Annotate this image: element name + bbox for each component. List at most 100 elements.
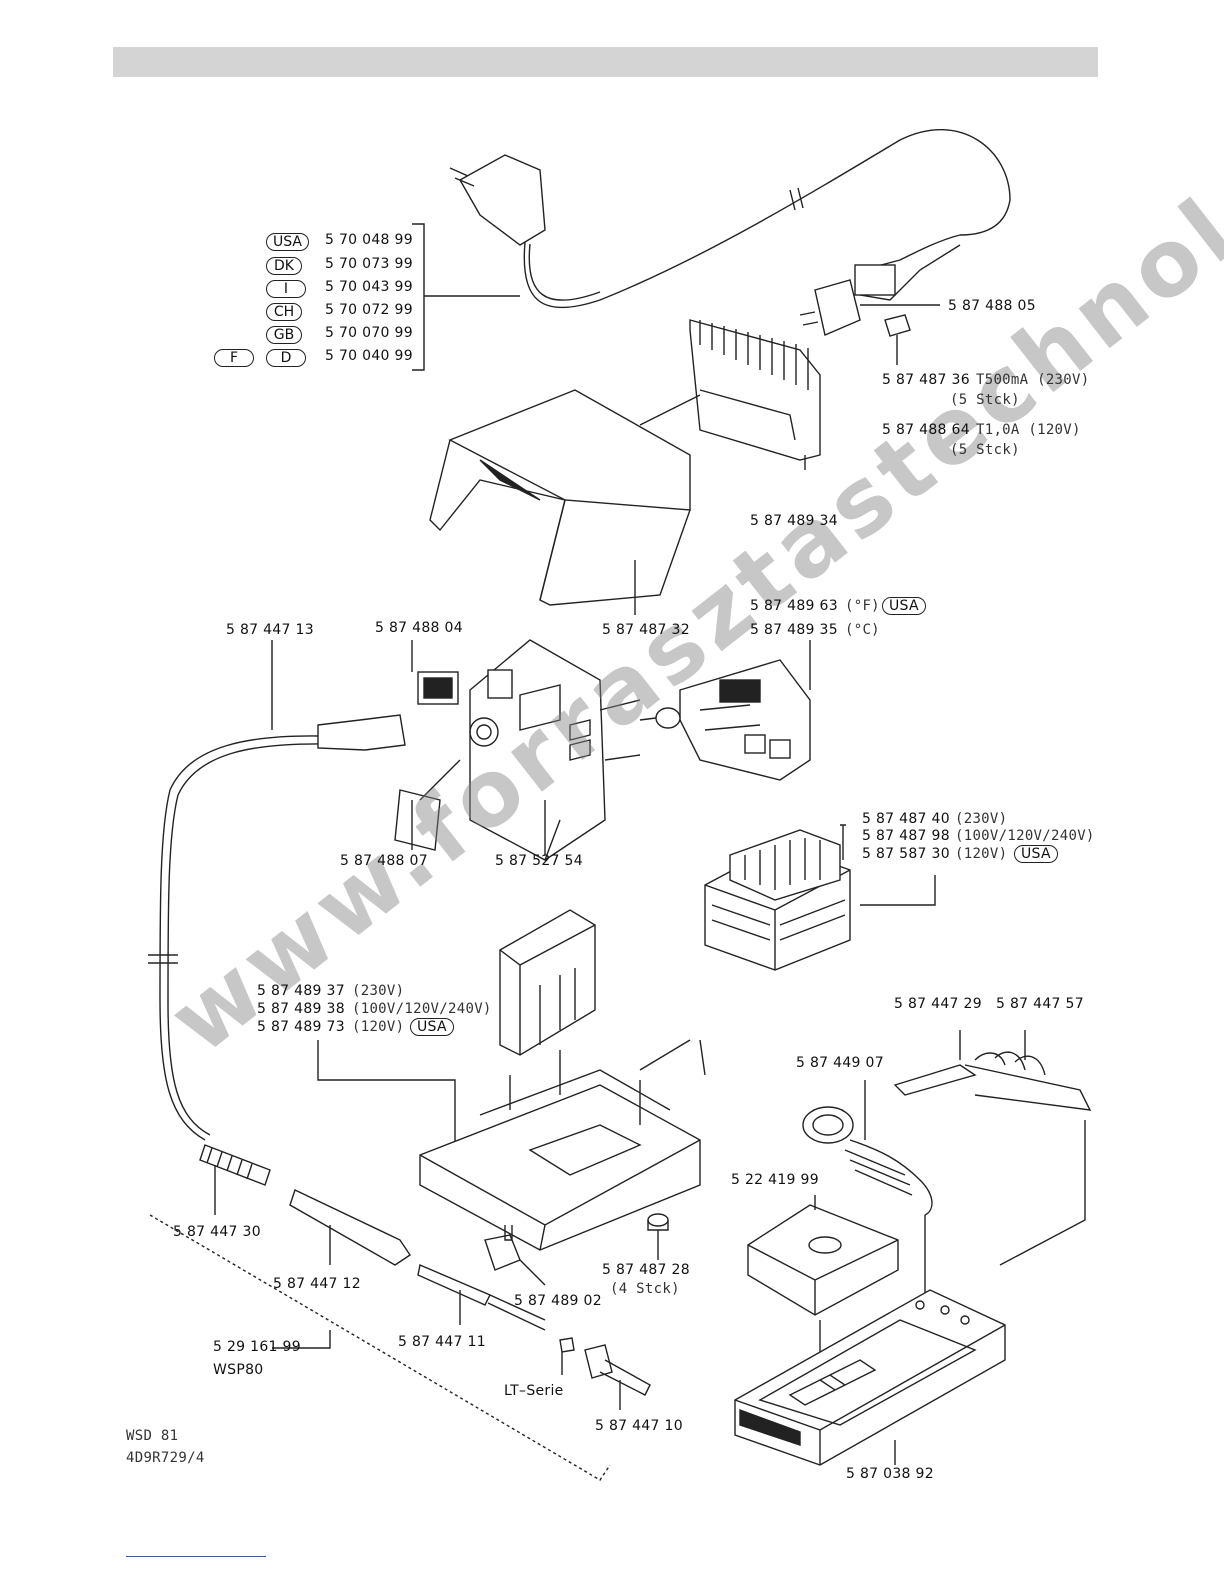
country-row-f: F (214, 347, 254, 367)
sponge (747, 1195, 899, 1375)
country-badge: CH (266, 303, 302, 321)
country-part-ch: 5 70 072 99 (325, 302, 413, 318)
label-trafo-multi-spec: (100V/120V/240V) (955, 828, 1095, 844)
heatsink (689, 319, 821, 470)
label-feet-qty: (4 Stck) (610, 1281, 680, 1297)
label-heatsink: 5 87 489 34 (750, 513, 838, 529)
shield-plate (499, 909, 596, 1056)
label-switch: 5 87 488 04 (375, 620, 463, 636)
label-handle: 5 87 447 12 (273, 1276, 361, 1292)
country-badge: USA (1014, 845, 1058, 863)
transformer (704, 829, 936, 971)
label-shield-120-country: USA (410, 1018, 454, 1036)
footer-model: WSD 81 (126, 1428, 179, 1444)
cover-heatsink-leader (639, 394, 701, 426)
label-front-panel: 5 87 527 54 (495, 853, 583, 869)
footer-link-line (126, 1556, 266, 1557)
front-panel (469, 639, 641, 861)
label-shield-multi-code: 5 87 489 38 (257, 1001, 345, 1017)
label-sponge: 5 22 419 99 (731, 1172, 819, 1188)
label-board-f-code: 5 87 489 63 (750, 598, 838, 614)
label-trafo-230-spec: (230V) (955, 811, 1008, 827)
label-holder-b: 5 87 447 57 (996, 996, 1084, 1012)
country-badge: USA (882, 597, 926, 615)
label-spiral: 5 87 449 07 (796, 1055, 884, 1071)
label-trafo-120-country: USA (1014, 845, 1058, 863)
label-cable: 5 87 447 13 (226, 622, 314, 638)
iron-handle (289, 1189, 411, 1266)
label-fuse-120-qty: (5 Stck) (950, 442, 1020, 458)
power-cable (449, 129, 1011, 309)
header-bar (113, 47, 1098, 77)
label-stand: 5 87 038 92 (846, 1466, 934, 1482)
label-strain-relief: 5 87 447 30 (173, 1224, 261, 1240)
iron-set-bracket (149, 1214, 611, 1481)
country-row-d: D (266, 347, 306, 367)
label-shield-230-spec: (230V) (352, 983, 405, 999)
spiral-holder (802, 1080, 933, 1305)
country-part-i: 5 70 043 99 (325, 279, 413, 295)
footer-doc: 4D9R729/4 (126, 1450, 205, 1466)
label-iron-model: WSP80 (213, 1362, 264, 1378)
heating-element (417, 1264, 546, 1331)
label-trafo-230-code: 5 87 487 40 (862, 811, 950, 827)
country-row-dk: DK (266, 255, 302, 275)
label-board-f-country: USA (882, 597, 926, 615)
label-heater: 5 87 447 11 (398, 1334, 486, 1350)
country-row-usa: USA (266, 231, 309, 251)
soldering-tip (559, 1337, 575, 1375)
display-window (394, 789, 441, 851)
iron-cable (148, 640, 406, 1141)
label-fuse-120-spec: T1,0A (120V) (976, 422, 1081, 438)
label-trafo-120-spec: (120V) (955, 846, 1008, 862)
country-bracket (412, 223, 425, 371)
label-fuse-230-qty: (5 Stck) (950, 392, 1020, 408)
label-trafo-120-code: 5 87 587 30 (862, 846, 950, 862)
strain-relief (199, 1144, 271, 1215)
label-feet-code: 5 87 487 28 (602, 1262, 690, 1278)
label-nut: 5 87 447 10 (595, 1418, 683, 1434)
country-row-ch: CH (266, 301, 302, 321)
country-badge: D (266, 349, 306, 367)
label-iron-set: 5 29 161 99 (213, 1339, 301, 1355)
label-shield-multi-spec: (100V/120V/240V) (352, 1001, 492, 1017)
label-fuse-230-code: 5 87 487 36 (882, 372, 970, 388)
label-power-socket: 5 87 488 05 (948, 298, 1036, 314)
label-shield-120-spec: (120V) (352, 1019, 405, 1035)
shield-leader (317, 1040, 456, 1150)
iron-set-leader (272, 1330, 331, 1349)
label-board-f-unit: (°F) (845, 598, 880, 614)
country-part-usa: 5 70 048 99 (325, 232, 413, 248)
label-board-c-unit: (°C) (845, 622, 880, 638)
housing-base (419, 1039, 706, 1251)
country-badge: GB (266, 326, 302, 344)
label-fuse-120-code: 5 87 488 64 (882, 422, 970, 438)
label-cover: 5 87 487 32 (602, 622, 690, 638)
country-part-dk: 5 70 073 99 (325, 256, 413, 272)
label-shield-120-code: 5 87 489 73 (257, 1019, 345, 1035)
country-badge: USA (266, 233, 309, 251)
country-part-gb: 5 70 070 99 (325, 325, 413, 341)
housing-cover (429, 389, 691, 615)
stand-base (734, 1289, 1006, 1466)
country-row-gb: GB (266, 324, 302, 344)
power-switch (411, 640, 459, 705)
label-board-c-code: 5 87 489 35 (750, 622, 838, 638)
label-fuse-230-spec: T500mA (230V) (976, 372, 1090, 388)
country-badge: USA (410, 1018, 454, 1036)
transformer-screw (840, 824, 846, 860)
nut (584, 1344, 651, 1410)
label-tip-series: LT–Serie (504, 1383, 564, 1399)
label-shield-230-code: 5 87 489 37 (257, 983, 345, 999)
country-badge: DK (266, 257, 302, 275)
label-holder-a: 5 87 447 29 (894, 996, 982, 1012)
iron-holder (893, 1030, 1092, 1266)
country-badge: F (214, 349, 254, 367)
label-socket: 5 87 489 02 (514, 1293, 602, 1309)
country-row-i: I (266, 278, 306, 298)
rubber-foot (647, 1213, 669, 1260)
tip-socket (484, 1225, 546, 1286)
mains-socket (799, 279, 940, 365)
control-board (639, 640, 811, 781)
